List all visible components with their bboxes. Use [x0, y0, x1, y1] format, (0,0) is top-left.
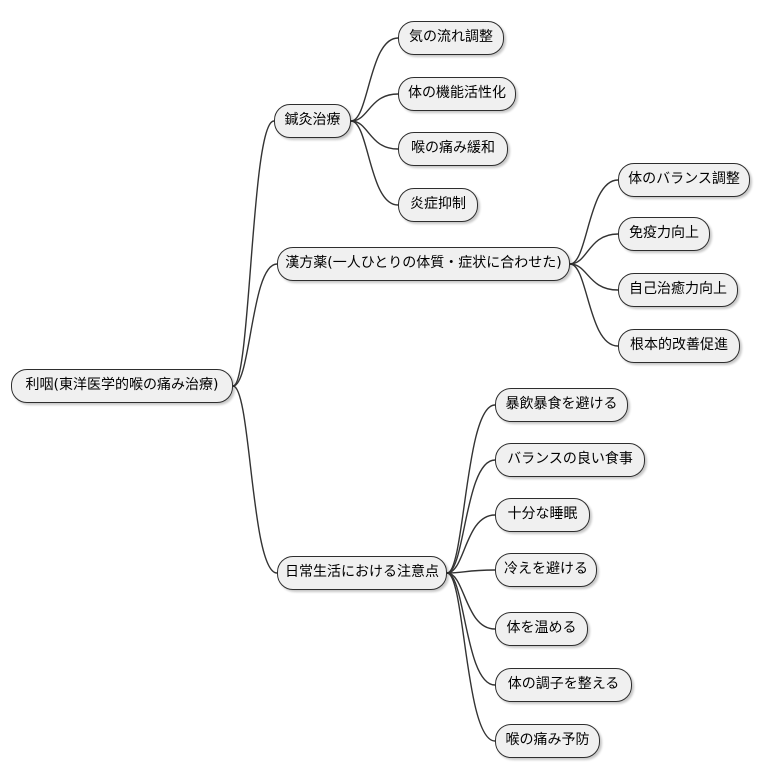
mindmap-leaf-condition: 体の調子を整える: [495, 668, 632, 702]
edge-acupuncture-body-function: [350, 93, 399, 122]
mindmap-leaf-qi-flow: 気の流れ調整: [398, 21, 504, 55]
edge-kampo-self-healing: [569, 263, 619, 291]
edge-root-kampo: [232, 263, 278, 387]
mindmap-leaf-immunity: 免疫力向上: [618, 217, 710, 251]
mindmap-leaf-balance: 体のバランス調整: [618, 163, 750, 197]
mindmap-leaf-inflammation: 炎症抑制: [398, 188, 478, 222]
mindmap-leaf-avoid-cold: 冷えを避ける: [495, 553, 597, 587]
mindmap-branch-daily-life: 日常生活における注意点: [277, 556, 447, 590]
edge-daily-avoid-cold: [446, 569, 496, 574]
mindmap-root-node: 利咽(東洋医学的喉の痛み治療): [11, 369, 233, 403]
edge-kampo-immunity: [569, 233, 619, 265]
mindmap-leaf-overeating: 暴飲暴食を避ける: [495, 388, 628, 422]
mindmap-leaf-throat-relief: 喉の痛み緩和: [398, 132, 508, 166]
mindmap-leaf-sleep: 十分な睡眠: [495, 498, 590, 532]
mindmap-leaf-fundamental: 根本的改善促進: [618, 329, 740, 363]
edge-kampo-fundamental: [569, 263, 619, 347]
mindmap-leaf-prevention: 喉の痛み予防: [495, 724, 600, 758]
mindmap-branch-acupuncture: 鍼灸治療: [274, 104, 351, 138]
edge-acupuncture-throat-relief: [350, 120, 399, 150]
mindmap-leaf-body-function: 体の機能活性化: [398, 77, 516, 111]
edge-acupuncture-inflammation: [350, 120, 399, 206]
mindmap-branch-kampo: 漢方薬(一人ひとりの体質・症状に合わせた): [277, 247, 570, 281]
edge-daily-prevention: [446, 572, 496, 742]
edge-root-daily-life: [232, 385, 278, 574]
edge-daily-warm-body: [446, 572, 496, 630]
edge-daily-balanced-diet: [446, 459, 496, 574]
edge-acupuncture-qi-flow: [350, 37, 399, 122]
edge-root-acupuncture: [232, 120, 275, 387]
edge-daily-overeating: [446, 404, 496, 574]
mindmap-leaf-balanced-diet: バランスの良い食事: [495, 443, 645, 477]
edge-daily-sleep: [446, 514, 496, 574]
edge-kampo-balance: [569, 179, 619, 265]
mindmap-leaf-self-healing: 自己治癒力向上: [618, 273, 738, 307]
mindmap-leaf-warm-body: 体を温める: [495, 612, 588, 646]
edge-daily-condition: [446, 572, 496, 686]
